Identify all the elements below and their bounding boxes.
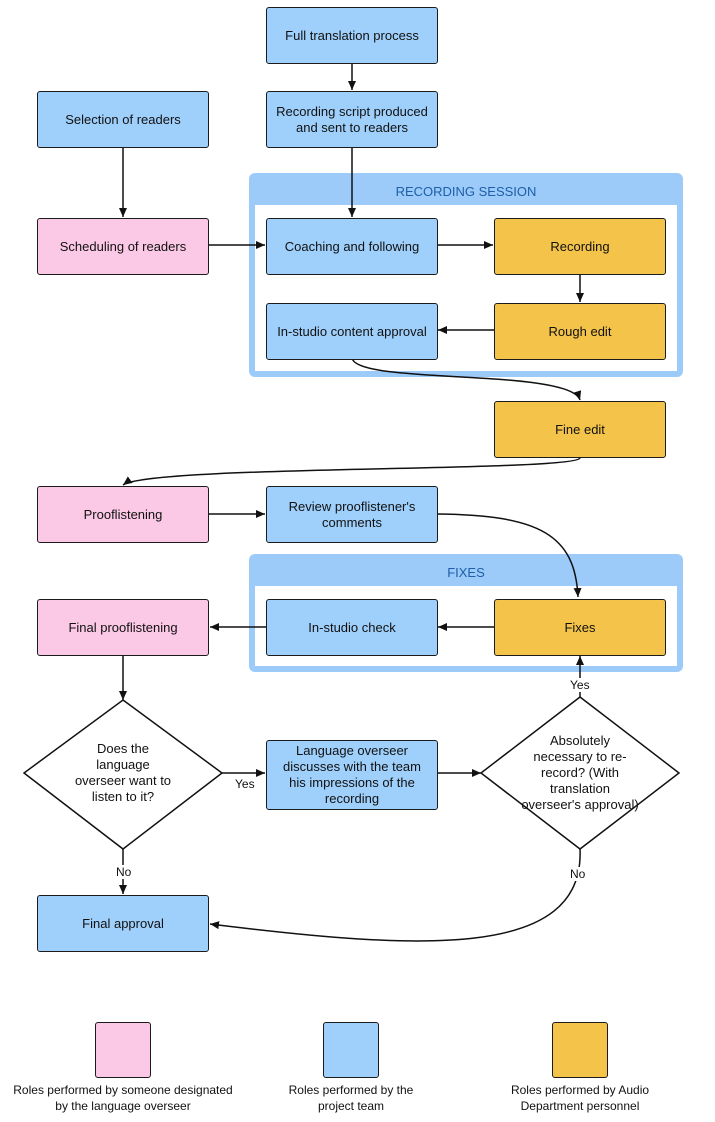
decision-rerecord-label: Absolutely necessary to re-record? (With… — [521, 733, 639, 812]
node-recording: Recording — [494, 218, 666, 275]
decision-want-to-listen-label: Does the language overseer want to liste… — [74, 741, 172, 804]
recording-session-title: RECORDING SESSION — [255, 179, 677, 205]
node-final-prooflistening: Final prooflistening — [37, 599, 209, 656]
node-in-studio-check: In-studio check — [266, 599, 438, 656]
node-fine-edit: Fine edit — [494, 401, 666, 458]
node-prooflistening: Prooflistening — [37, 486, 209, 543]
decision-want-to-listen-shape — [22, 699, 224, 850]
fixes-group-title: FIXES — [255, 560, 677, 586]
edge-label-yes-listen: Yes — [234, 777, 256, 791]
edge-label-yes-rerecord: Yes — [569, 678, 591, 692]
node-full-translation-process: Full translation process — [266, 7, 438, 64]
edge-label-no-listen: No — [115, 865, 133, 879]
legend-swatch-blue — [323, 1022, 379, 1078]
decision-rerecord-shape — [479, 696, 681, 850]
node-recording-script: Recording script produced and sent to re… — [266, 91, 438, 148]
legend-label-pink: Roles performed by someone designated by… — [13, 1083, 233, 1113]
edge-rerecord-to-final-approval — [209, 848, 581, 942]
node-final-approval: Final approval — [37, 895, 209, 952]
edge-approval-to-fine — [351, 357, 582, 401]
legend-label-blue: Roles performed by the project team — [288, 1083, 414, 1113]
node-review-prooflisteners-comments: Review prooflistener's comments — [266, 486, 438, 543]
node-scheduling-of-readers: Scheduling of readers — [37, 218, 209, 275]
edge-review-to-fixes — [436, 513, 582, 598]
legend-swatch-gold — [552, 1022, 608, 1078]
legend-swatch-pink — [95, 1022, 151, 1078]
edge-label-no-rerecord: No — [569, 867, 587, 881]
edge-fine-to-prooflistening — [122, 457, 581, 486]
node-coaching-and-following: Coaching and following — [266, 218, 438, 275]
node-in-studio-content-approval: In-studio content approval — [266, 303, 438, 360]
node-selection-of-readers: Selection of readers — [37, 91, 209, 148]
node-fixes: Fixes — [494, 599, 666, 656]
node-rough-edit: Rough edit — [494, 303, 666, 360]
legend-label-gold: Roles performed by Audio Department pers… — [510, 1083, 650, 1113]
node-language-overseer-discusses: Language overseer discusses with the tea… — [266, 740, 438, 810]
